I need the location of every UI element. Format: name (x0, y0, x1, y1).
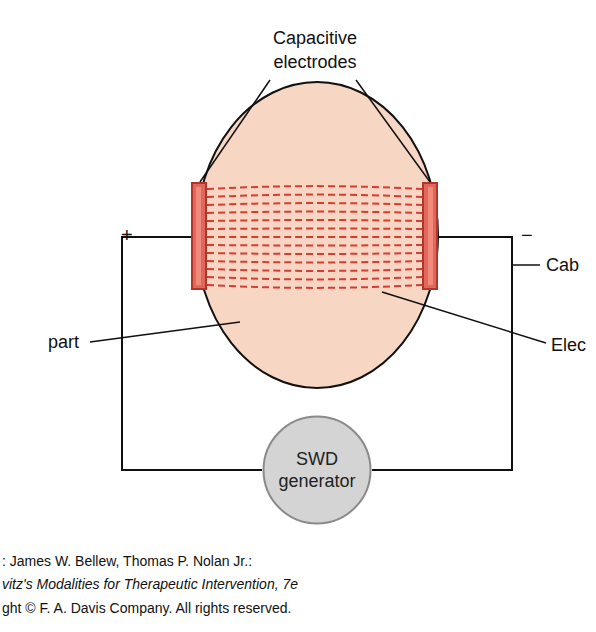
field-line (207, 203, 422, 205)
leader-line (200, 80, 270, 182)
field-line (207, 269, 422, 271)
part-name: Cab (546, 254, 579, 276)
source-credit: : James W. Bellew, Thomas P. Nolan Jr.: (2, 550, 252, 572)
leader-line (356, 80, 430, 182)
leader-line (90, 322, 240, 342)
field-line (207, 244, 422, 246)
leader-line (382, 292, 546, 343)
polarity-sign: + (121, 224, 133, 246)
field-line (207, 228, 422, 230)
part-name: part (48, 331, 79, 353)
field-line (207, 212, 422, 213)
electrode-highlight (428, 187, 433, 285)
field-line (207, 285, 422, 288)
field-line (207, 186, 422, 189)
field-line (207, 261, 422, 262)
generator-circle-shape (264, 417, 371, 524)
circle-outline (262, 415, 372, 525)
electrode-highlight (196, 187, 201, 285)
field-line (207, 219, 422, 222)
field-line (207, 195, 422, 197)
capacitive-electrode (423, 183, 437, 289)
field-line (207, 236, 422, 238)
source-credit: ght © F. A. Davis Company. All rights re… (2, 597, 291, 619)
body-part-oval (196, 82, 438, 388)
field-line (207, 252, 422, 255)
capacitive-electrode (192, 183, 206, 289)
part-name: Capacitive electrodes (255, 26, 375, 74)
generator-circle: SWD generator (262, 415, 372, 525)
electric-field (207, 186, 422, 288)
source-credit: vitz's Modalities for Therapeutic Interv… (2, 573, 298, 595)
leader-line (512, 264, 540, 266)
polarity-sign: − (521, 224, 533, 246)
field-line (207, 277, 422, 279)
generator-label: SWD generator (272, 448, 362, 492)
part-name: Elec (551, 334, 586, 356)
